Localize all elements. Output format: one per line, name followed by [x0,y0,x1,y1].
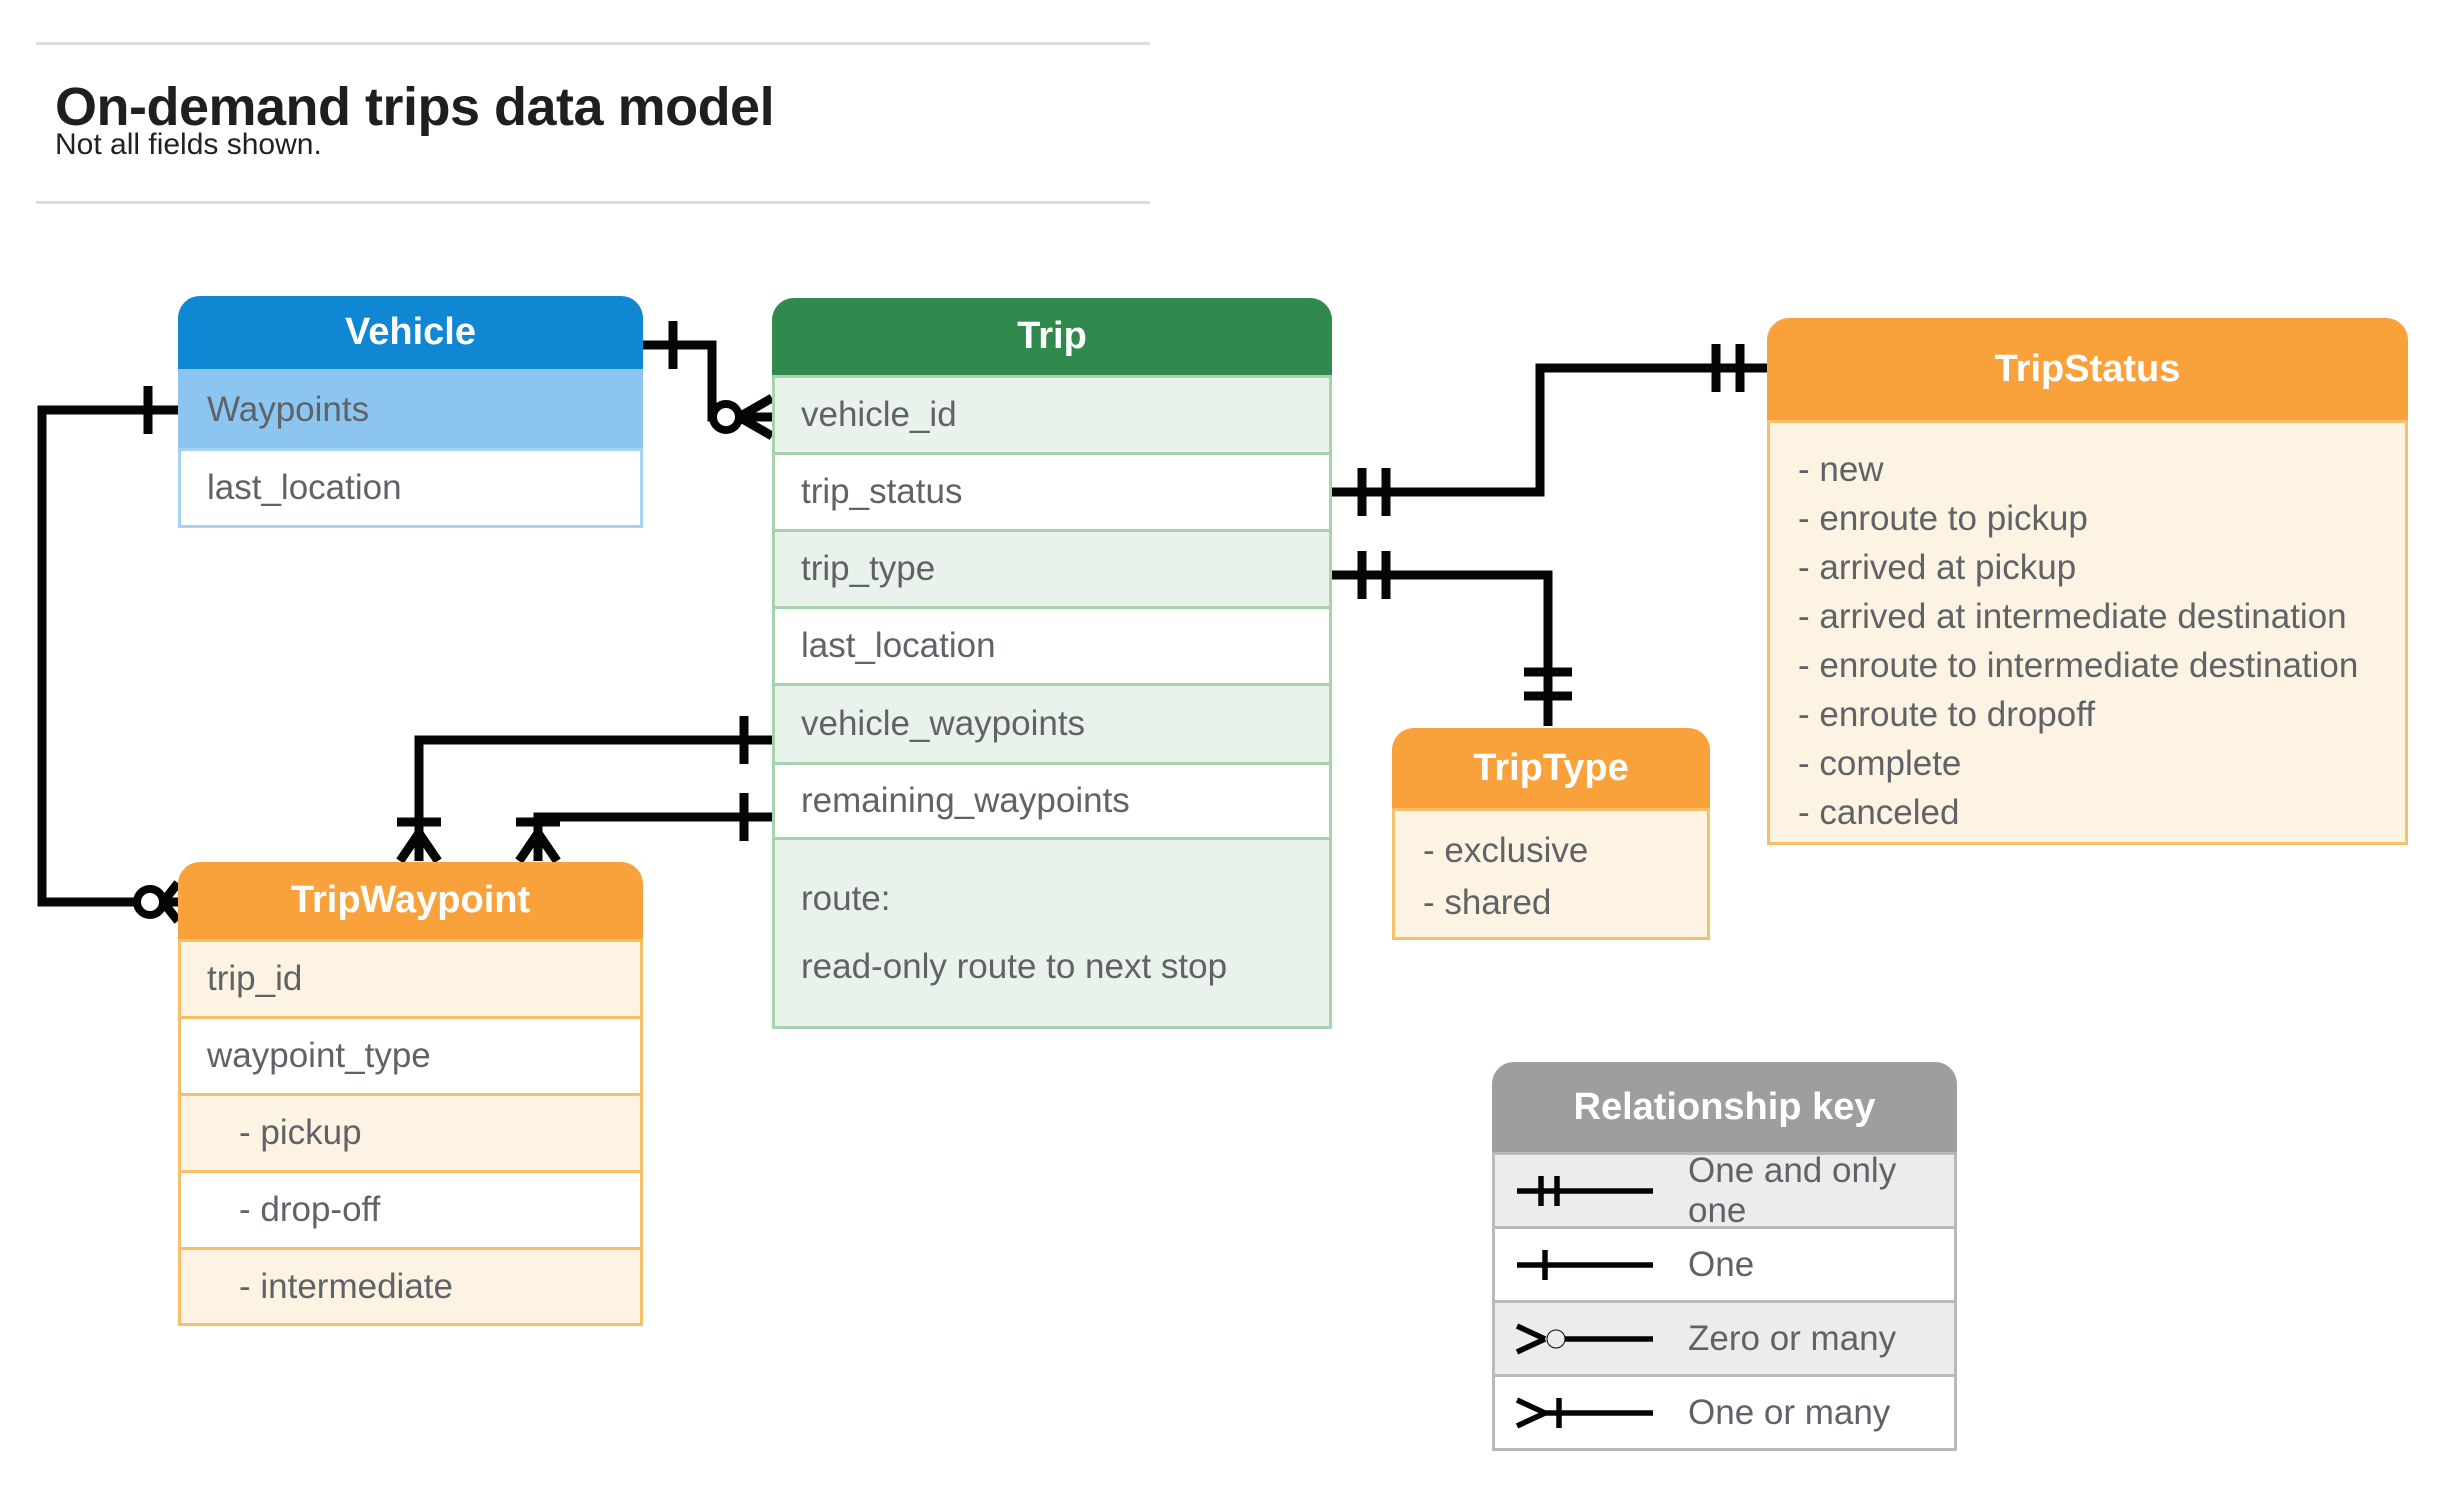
page-subtitle: Not all fields shown. [55,128,322,161]
legend-row: One or many [1492,1374,1957,1451]
connector-vehicle-trip [643,321,775,440]
table-vehicle-header: Vehicle [178,296,643,369]
legend-row: Zero or many [1492,1300,1957,1377]
table-triptype-body: - exclusive - shared [1392,808,1710,940]
table-tripwaypoint: TripWaypoint trip_id waypoint_type - pic… [178,862,643,1326]
table-tripstatus-header: TripStatus [1767,318,2408,420]
one-icon [1517,1249,1653,1280]
table-row: - drop-off [178,1170,643,1250]
table-row: vehicle_id [772,375,1332,455]
table-trip-header: Trip [772,298,1332,375]
list-item: - complete [1798,743,1962,783]
table-tripstatus-body: - new - enroute to pickup - arrived at p… [1767,420,2408,845]
zero-or-many-icon [1515,1323,1653,1354]
legend-label: One and only one [1688,1150,1897,1230]
legend-row: One [1492,1226,1957,1303]
table-vehicle: Vehicle Waypoints last_location [178,296,643,528]
table-triptype-header: TripType [1392,728,1710,808]
table-row: Waypoints [178,369,643,451]
table-row: last_location [772,606,1332,686]
table-row: last_location [178,448,643,528]
connector-vehicle-tripwaypoint [37,386,182,924]
table-row: - pickup [178,1093,643,1173]
route-description: read-only route to next stop [801,947,1228,986]
table-row: remaining_waypoints [772,762,1332,840]
top-rule [36,42,1150,45]
list-item: - shared [1423,883,1552,922]
table-tripstatus: TripStatus - new - enroute to pickup - a… [1767,318,2408,845]
table-tripwaypoint-header: TripWaypoint [178,862,643,939]
connector-tripstatus [1332,344,1767,516]
route-label: route: [801,879,891,918]
list-item: - new [1798,449,1884,489]
table-row: - intermediate [178,1247,643,1326]
list-item: - arrived at intermediate destination [1798,596,2347,636]
legend-row: One and only one [1492,1150,1957,1230]
bottom-rule [36,201,1150,204]
connector-vehicle-waypoints [396,716,772,864]
table-row: vehicle_waypoints [772,683,1332,765]
legend-label: One [1688,1244,1755,1284]
relationship-key: Relationship key One and only one One Ze… [1492,1062,1957,1451]
table-row: trip_id [178,939,643,1019]
page-title: On-demand trips data model [55,77,775,137]
list-item: - enroute to pickup [1798,498,2088,538]
table-row-route: route: read-only route to next stop [772,837,1332,1029]
list-item: - canceled [1798,792,1960,832]
list-item: - enroute to dropoff [1798,694,2096,734]
table-row: waypoint_type [178,1016,643,1096]
legend-label: One or many [1688,1392,1891,1432]
table-row: trip_status [772,452,1332,532]
connector-triptype [1332,551,1572,726]
list-item: - enroute to intermediate destination [1798,645,2359,685]
list-item: - exclusive [1423,831,1589,870]
table-trip: Trip vehicle_id trip_status trip_type la… [772,298,1332,1029]
relationship-key-header: Relationship key [1492,1062,1957,1152]
one-and-only-one-icon [1517,1175,1653,1206]
legend-label: Zero or many [1688,1318,1897,1358]
table-triptype: TripType - exclusive - shared [1392,728,1710,940]
connector-remaining-waypoints [515,793,772,864]
table-row: trip_type [772,529,1332,609]
list-item: - arrived at pickup [1798,547,2077,587]
one-or-many-icon [1515,1397,1653,1428]
